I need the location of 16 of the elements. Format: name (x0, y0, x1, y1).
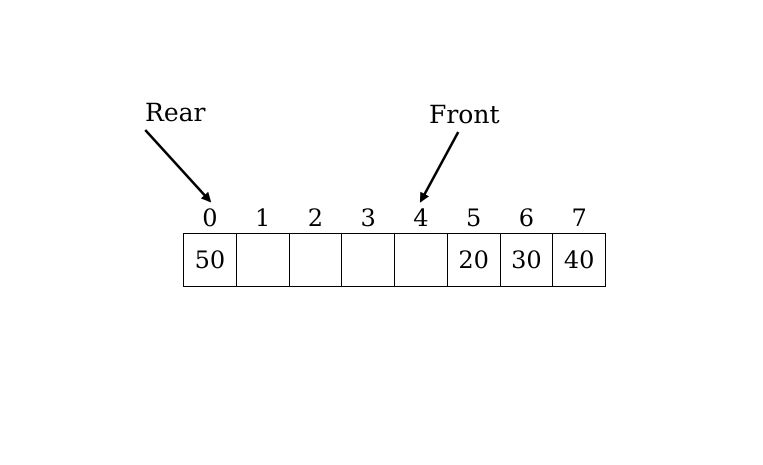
array-cell: 50 (183, 233, 237, 287)
pointer-label: Rear (145, 98, 206, 128)
index-label: 5 (464, 204, 482, 233)
pointer-label: Front (429, 100, 500, 130)
array-cell: 30 (500, 233, 554, 287)
index-label: 0 (201, 204, 219, 233)
array-cell: 40 (552, 233, 606, 287)
arrow (420, 131, 460, 203)
index-label: 6 (518, 204, 536, 233)
index-label: 3 (359, 204, 377, 233)
arrow (144, 129, 212, 202)
index-label: 2 (306, 204, 324, 233)
index-label: 7 (570, 204, 588, 233)
array-cell: 20 (446, 233, 500, 287)
index-label: 1 (254, 204, 272, 233)
index-label: 4 (412, 204, 430, 233)
